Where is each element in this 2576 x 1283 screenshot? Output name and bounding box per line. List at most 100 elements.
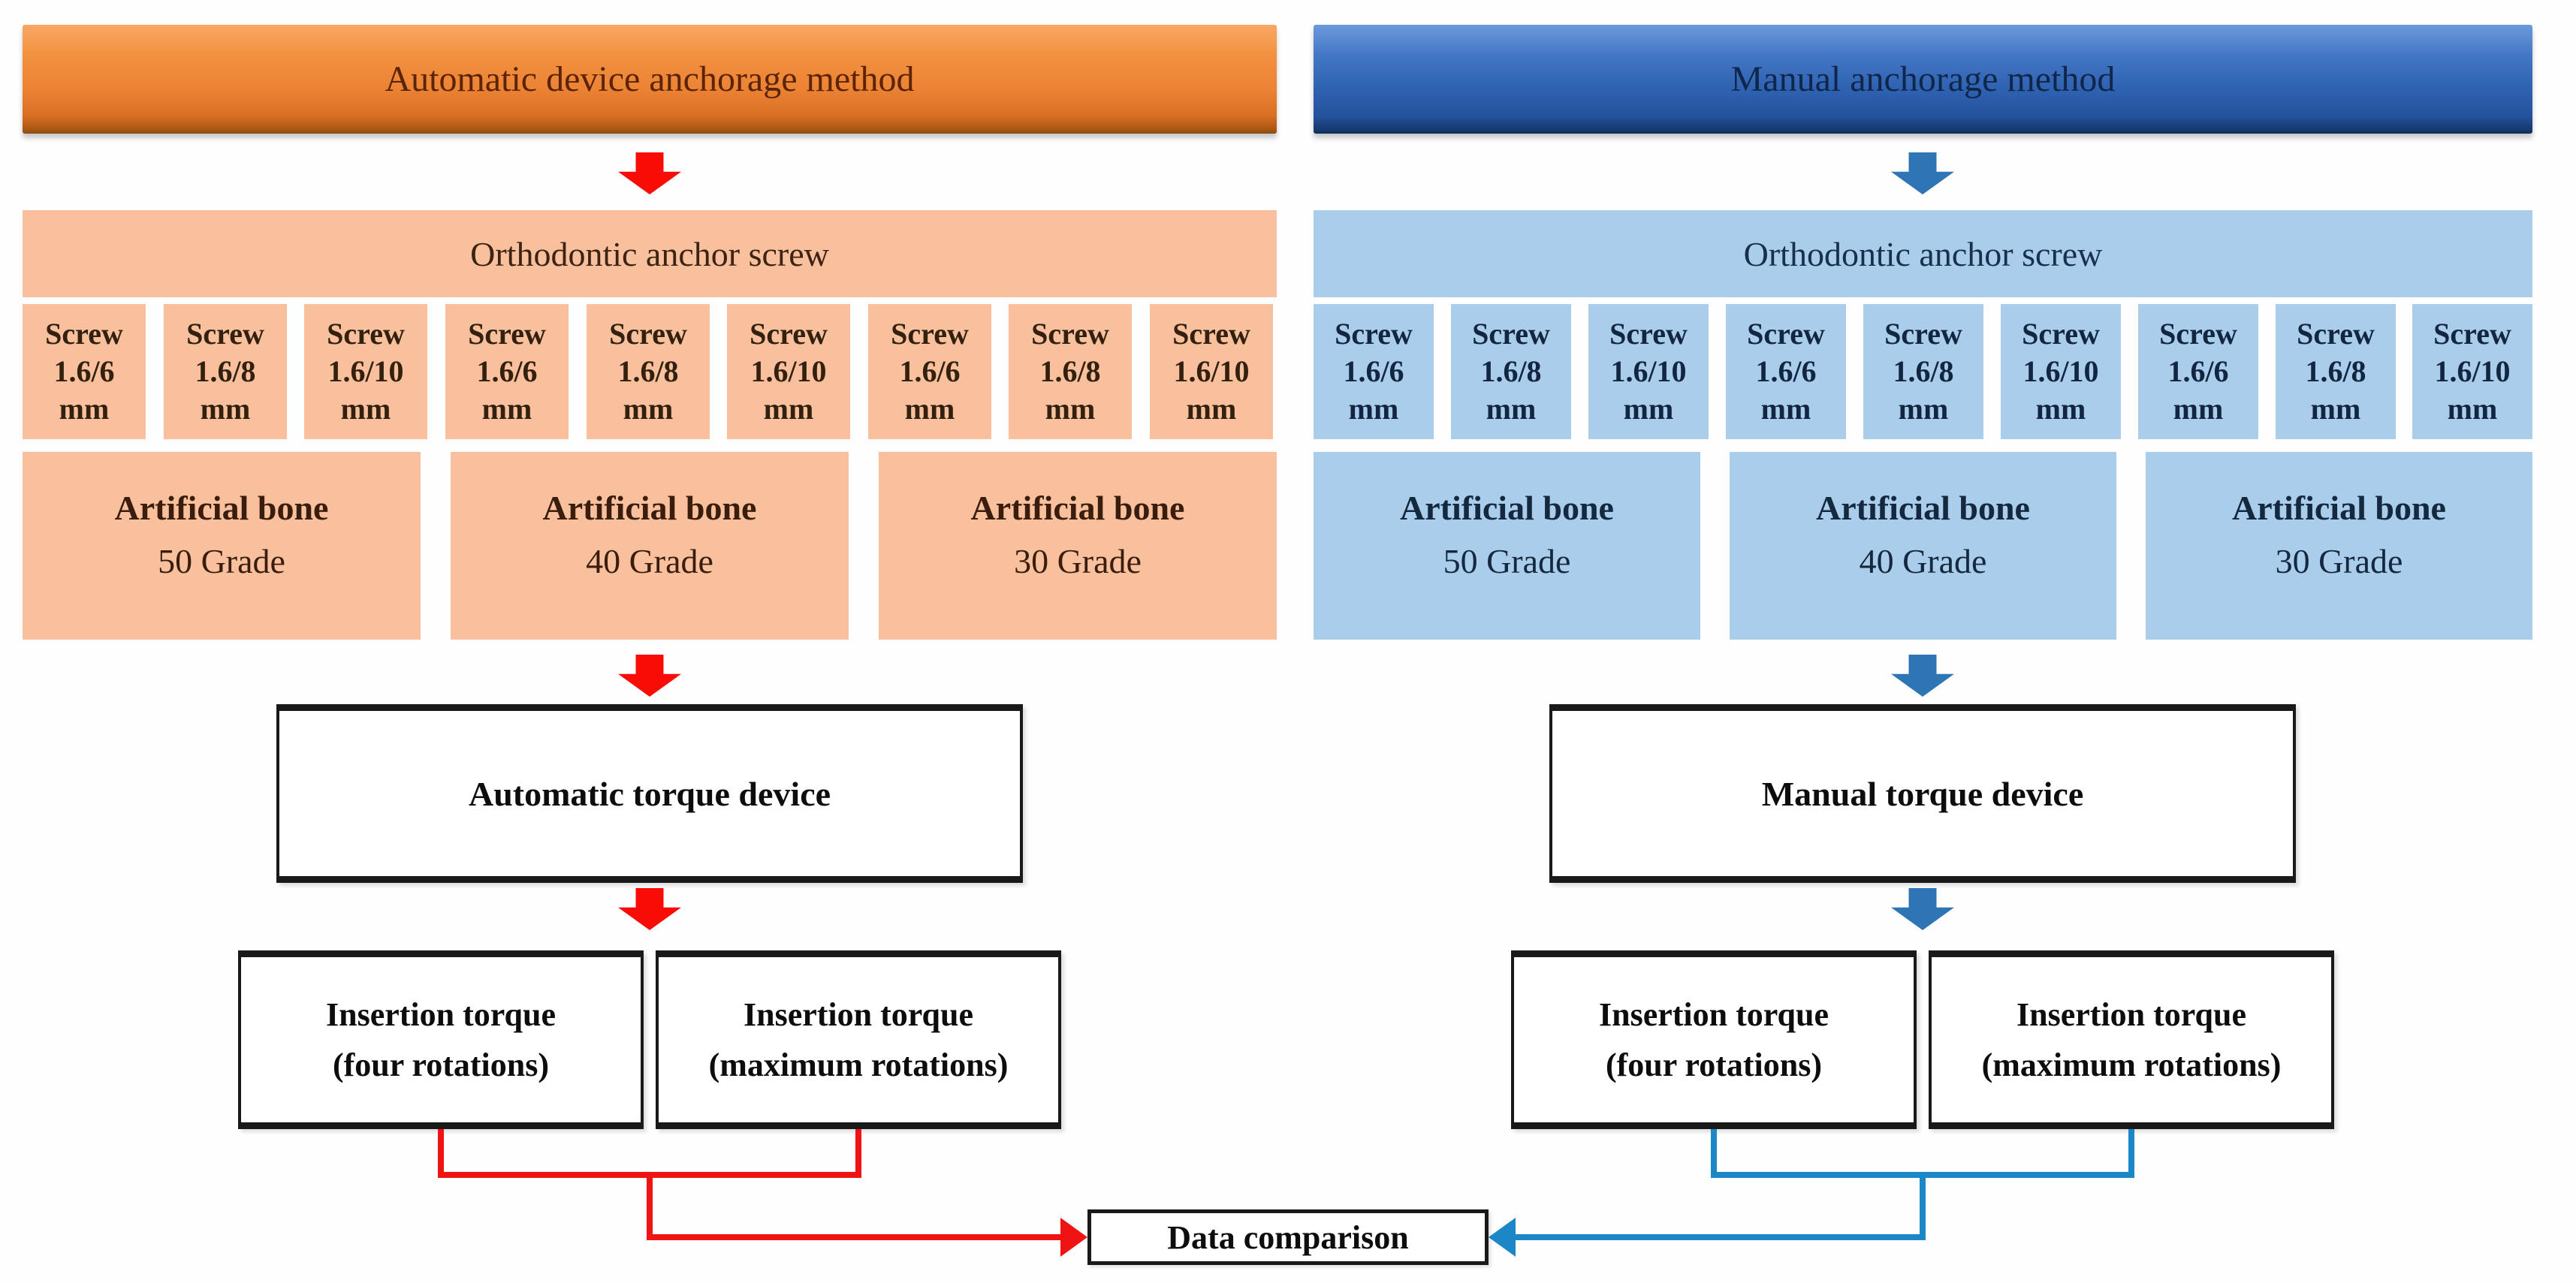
screw-line: 1.6/8 — [617, 354, 679, 388]
blue-down-arrow-3-icon — [1891, 888, 1954, 930]
screw-line: mm — [2447, 392, 2498, 426]
manual-method-header: Manual anchorage method — [1314, 25, 2532, 134]
rotations-label: (four rotations) — [332, 1047, 550, 1083]
screw-line: mm — [2173, 392, 2224, 426]
screw-line: Screw — [2022, 317, 2100, 351]
screw-line: Screw — [891, 317, 969, 351]
insertion-torque-label: Insertion torque — [744, 996, 973, 1033]
screw-line: mm — [1898, 392, 1949, 426]
insertion-torque-four-rotations-box-right: Insertion torque (four rotations) — [1511, 950, 1917, 1129]
artificial-bone-box: Artificial bone 40 Grade — [451, 452, 849, 640]
insertion-torque-max-rotations-box-left: Insertion torque (maximum rotations) — [656, 950, 1061, 1129]
blue-connector-segment — [1920, 1172, 1926, 1240]
bone-grade-label: 50 Grade — [158, 542, 285, 580]
blue-connector-segment — [1516, 1234, 1926, 1240]
screw-box: Screw 1.6/10 mm — [2412, 304, 2532, 439]
screw-line: Screw — [1472, 317, 1550, 351]
screw-box: Screw 1.6/6 mm — [1726, 304, 1846, 439]
artificial-bone-box: Artificial bone 50 Grade — [23, 452, 421, 640]
screw-line: 1.6/10 — [1173, 354, 1250, 388]
screw-line: mm — [904, 392, 955, 426]
screw-line: 1.6/8 — [1893, 354, 1954, 388]
screw-line: Screw — [327, 317, 405, 351]
screw-box: Screw 1.6/8 mm — [587, 304, 710, 439]
bone-grade-label: 30 Grade — [2275, 542, 2403, 580]
screw-line: 1.6/10 — [2434, 354, 2511, 388]
screw-box: Screw 1.6/6 mm — [2138, 304, 2258, 439]
red-connector-segment — [438, 1129, 444, 1176]
screw-box: Screw 1.6/6 mm — [23, 304, 146, 439]
screw-line: 1.6/10 — [1610, 354, 1687, 388]
blue-down-arrow-1-icon — [1891, 152, 1954, 194]
screw-line: 1.6/10 — [750, 354, 827, 388]
insertion-torque-label: Insertion torque — [326, 996, 556, 1033]
manual-torque-device-label: Manual torque device — [1761, 774, 2084, 813]
rotations-label: (four rotations) — [1605, 1047, 1823, 1083]
screw-line: mm — [1760, 392, 1811, 426]
screw-line: Screw — [1335, 317, 1413, 351]
screw-line: 1.6/8 — [1480, 354, 1542, 388]
artificial-bone-box: Artificial bone 50 Grade — [1314, 452, 1700, 640]
screw-line: 1.6/10 — [2022, 354, 2099, 388]
screw-box: Screw 1.6/8 mm — [2276, 304, 2396, 439]
screw-box: Screw 1.6/6 mm — [1314, 304, 1434, 439]
automatic-torque-device-label: Automatic torque device — [468, 774, 831, 813]
screw-line: mm — [340, 392, 391, 426]
screw-box: Screw 1.6/10 mm — [727, 304, 850, 439]
screw-line: 1.6/6 — [1755, 354, 1817, 388]
screw-line: mm — [1045, 392, 1096, 426]
artificial-bone-label: Artificial bone — [542, 489, 757, 527]
screw-line: 1.6/8 — [1039, 354, 1101, 388]
screw-box: Screw 1.6/8 mm — [164, 304, 287, 439]
screw-line: Screw — [186, 317, 264, 351]
orthodontic-anchor-screw-label-left: Orthodontic anchor screw — [470, 234, 829, 273]
automatic-torque-device-box: Automatic torque device — [276, 704, 1023, 883]
screw-line: mm — [1348, 392, 1399, 426]
screw-box: Screw 1.6/8 mm — [1009, 304, 1132, 439]
screw-line: mm — [2310, 392, 2361, 426]
screw-line: 1.6/10 — [327, 354, 404, 388]
screw-line: Screw — [1747, 317, 1825, 351]
screw-line: Screw — [1172, 317, 1250, 351]
automatic-method-header-label: Automatic device anchorage method — [385, 59, 915, 99]
artificial-bone-box: Artificial bone 30 Grade — [2146, 452, 2532, 640]
blue-connector-segment — [2128, 1129, 2134, 1176]
artificial-bone-box: Artificial bone 30 Grade — [879, 452, 1277, 640]
screw-box: Screw 1.6/6 mm — [445, 304, 569, 439]
screw-box: Screw 1.6/10 mm — [1588, 304, 1709, 439]
screw-line: mm — [1186, 392, 1237, 426]
rotations-label: (maximum rotations) — [1981, 1047, 2282, 1083]
red-connector-segment — [855, 1129, 861, 1176]
data-comparison-box: Data comparison — [1087, 1209, 1489, 1265]
bone-grade-label: 50 Grade — [1443, 542, 1571, 580]
screw-line: Screw — [1884, 317, 1962, 351]
red-connector-segment — [647, 1172, 653, 1240]
screw-line: mm — [1623, 392, 1674, 426]
orthodontic-anchor-screw-bar-right: Orthodontic anchor screw — [1314, 210, 2532, 297]
screw-line: Screw — [1031, 317, 1109, 351]
screw-box: Screw 1.6/10 mm — [2001, 304, 2121, 439]
screw-line: Screw — [750, 317, 828, 351]
screw-line: 1.6/6 — [2167, 354, 2229, 388]
screw-line: Screw — [609, 317, 687, 351]
screw-box: Screw 1.6/8 mm — [1863, 304, 1983, 439]
blue-arrowhead-icon — [1489, 1218, 1516, 1257]
screw-line: mm — [481, 392, 532, 426]
red-arrowhead-icon — [1060, 1218, 1087, 1257]
artificial-bone-label: Artificial bone — [114, 489, 329, 527]
screw-line: mm — [763, 392, 814, 426]
manual-method-header-label: Manual anchorage method — [1730, 59, 2116, 99]
rotations-label: (maximum rotations) — [708, 1047, 1009, 1083]
screw-box: Screw 1.6/10 mm — [1150, 304, 1273, 439]
screw-line: Screw — [2159, 317, 2237, 351]
screw-line: Screw — [1609, 317, 1688, 351]
insertion-torque-four-rotations-box-left: Insertion torque (four rotations) — [238, 950, 644, 1129]
screw-line: mm — [1486, 392, 1537, 426]
blue-down-arrow-2-icon — [1891, 655, 1954, 697]
screw-box: Screw 1.6/6 mm — [868, 304, 991, 439]
screw-line: mm — [2035, 392, 2086, 426]
screw-line: 1.6/6 — [899, 354, 961, 388]
artificial-bone-box: Artificial bone 40 Grade — [1730, 452, 2116, 640]
bone-grade-label: 40 Grade — [586, 542, 713, 580]
